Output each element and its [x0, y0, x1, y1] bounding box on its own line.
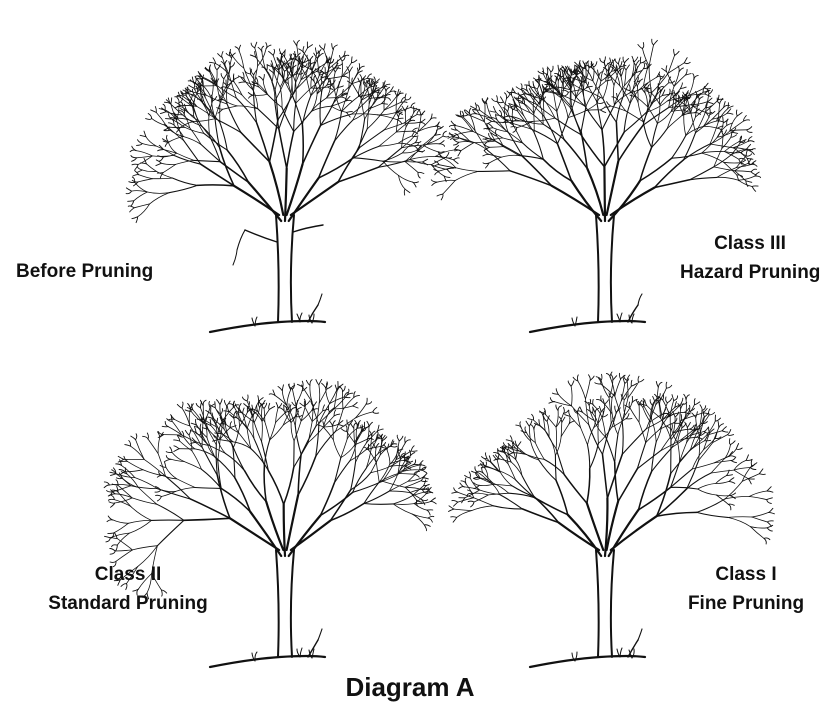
tree-trunk [275, 549, 295, 658]
tree-branches [430, 38, 762, 327]
label-class-ii-line1: Class II [94, 564, 162, 585]
tree-before-pruning [125, 39, 461, 334]
tree-branches [448, 371, 775, 662]
tree-class-iii-hazard-pruning [430, 38, 762, 334]
label-class-iii-line2: Hazard Pruning [680, 262, 821, 283]
tree-trunk [595, 549, 615, 658]
label-class-ii: Class II Standard Pruning [38, 560, 218, 618]
label-class-i-line1: Class I [715, 564, 777, 585]
label-before-pruning: Before Pruning [16, 257, 153, 286]
ground-line [528, 654, 647, 669]
label-class-i: Class I Fine Pruning [676, 560, 816, 618]
tree-branches [125, 39, 461, 327]
label-class-iii-line1: Class III [714, 233, 786, 254]
label-class-iii: Class III Hazard Pruning [680, 229, 820, 287]
tree-class-i-fine-pruning [448, 371, 775, 669]
tree-trunk [275, 214, 295, 323]
ground-line [208, 319, 327, 334]
diagram-title: Diagram A [345, 672, 475, 702]
label-before-text: Before Pruning [16, 261, 154, 282]
tree-trunk [595, 214, 615, 323]
ground-line [528, 319, 647, 334]
label-class-ii-line2: Standard Pruning [48, 593, 208, 614]
tree-branches [103, 379, 437, 662]
ground-line [208, 654, 327, 669]
label-class-i-line2: Fine Pruning [687, 593, 805, 614]
tree-class-ii-standard-pruning [103, 379, 437, 669]
